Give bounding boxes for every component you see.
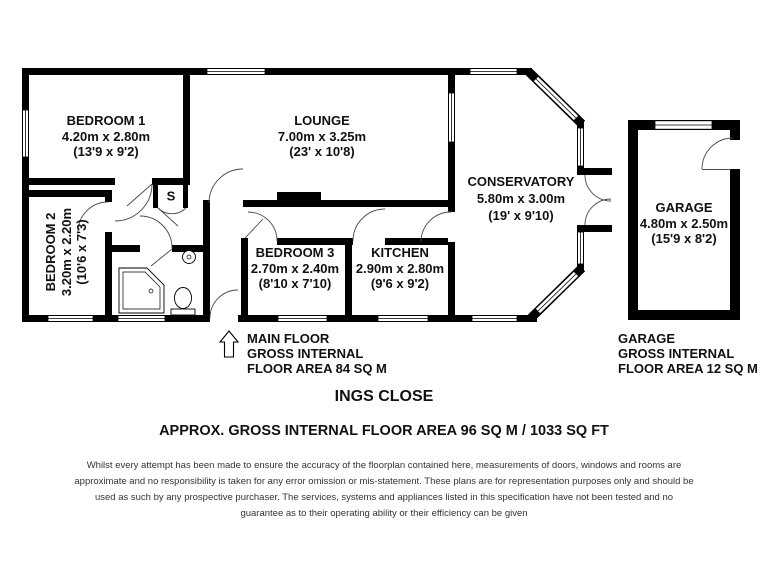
room-dim-imperial: (13'9 x 9'2) <box>73 144 139 159</box>
bath-inner <box>122 271 161 310</box>
window <box>117 315 166 322</box>
window <box>22 109 29 158</box>
door-arc <box>77 201 109 233</box>
door-arc <box>114 183 153 222</box>
door-arc <box>139 215 173 249</box>
note-line: GROSS INTERNAL <box>618 346 735 361</box>
garage-area-note: GARAGE GROSS INTERNAL FLOOR AREA 12 SQ M <box>618 331 758 376</box>
window <box>277 315 328 322</box>
door-arc <box>352 208 386 242</box>
room-label-kitchen: KITCHEN 2.90m x 2.80m (9'6 x 9'2) <box>356 245 444 292</box>
door-arc <box>208 168 244 204</box>
room-dim-imperial: (23' x 10'8) <box>289 144 355 159</box>
conservatory-glazing <box>525 68 586 322</box>
disclaimer-line: used as such by any prospective purchase… <box>94 492 674 503</box>
room-dim-metric: 3.20m x 2.20m <box>58 207 74 297</box>
room-dim-imperial: (8'10 x 7'10) <box>258 276 332 291</box>
window <box>654 120 713 130</box>
door-arc <box>247 211 278 242</box>
entrance-arrow <box>218 330 240 358</box>
door-openings <box>105 178 455 322</box>
room-label-bedroom1: BEDROOM 1 4.20m x 2.80m (13'9 x 9'2) <box>62 113 150 160</box>
window <box>47 315 94 322</box>
room-dim-imperial: (15'9 x 8'2) <box>651 231 717 246</box>
room-dim-imperial: (9'6 x 9'2) <box>370 276 430 291</box>
bath-drain <box>148 288 154 294</box>
door-arc <box>420 211 452 243</box>
room-dim-metric: 2.90m x 2.80m <box>355 260 445 276</box>
disclaimer-text: Whilst every attempt has been made to en… <box>0 458 768 522</box>
room-name: BEDROOM 1 <box>66 113 146 128</box>
room-name: KITCHEN <box>371 245 429 260</box>
window <box>469 68 518 75</box>
door-leaf <box>126 183 153 207</box>
toilet-bowl <box>174 287 192 309</box>
room-dim-imperial: (10'6 x 7'3) <box>73 219 89 285</box>
note-line: GROSS INTERNAL <box>247 346 364 361</box>
basin-drain <box>186 254 192 260</box>
disclaimer-line: approximate and no responsibility is tak… <box>74 476 694 487</box>
street-name: INGS CLOSE <box>334 388 434 405</box>
room-dim-metric: 4.20m x 2.80m <box>61 128 151 144</box>
main-floor-area-note: MAIN FLOOR GROSS INTERNAL FLOOR AREA 84 … <box>247 331 387 376</box>
room-dim-metric: 5.80m x 3.00m <box>476 191 566 206</box>
note-line: GARAGE <box>618 331 676 346</box>
door-arcs <box>77 137 734 319</box>
room-label-conservatory: CONSERVATORY 5.80m x 3.00m (19' x 9'10) <box>468 173 575 224</box>
door-arc <box>584 174 612 202</box>
room-name: BEDROOM 2 <box>42 212 58 292</box>
room-label-bedroom3: BEDROOM 3 2.70m x 2.40m (8'10 x 7'10) <box>251 245 339 292</box>
room-name: BEDROOM 3 <box>255 245 335 260</box>
chimney-breast <box>277 192 321 207</box>
total-area-heading: APPROX. GROSS INTERNAL FLOOR AREA 96 SQ … <box>159 423 609 439</box>
note-line: MAIN FLOOR <box>247 331 330 346</box>
room-dim-imperial: (19' x 9'10) <box>488 208 554 223</box>
room-dim-metric: 2.70m x 2.40m <box>250 260 340 276</box>
window <box>471 315 518 322</box>
interior-walls <box>22 68 455 322</box>
disclaimer-line: Whilst every attempt has been made to en… <box>86 460 682 471</box>
bathroom-fixtures <box>118 250 196 316</box>
door-arc <box>209 289 239 319</box>
note-line: FLOOR AREA 12 SQ M <box>618 361 758 376</box>
door-leaf <box>244 218 264 239</box>
door-leaf <box>150 248 173 267</box>
window <box>448 92 455 143</box>
room-dim-metric: 4.80m x 2.50m <box>639 215 729 231</box>
disclaimer-line: guarantee as to their operating ability … <box>240 508 528 519</box>
window <box>206 68 266 75</box>
window <box>577 127 584 167</box>
window <box>577 231 584 265</box>
door-arc <box>584 198 612 226</box>
window <box>377 315 429 322</box>
windows <box>22 68 584 322</box>
note-line: FLOOR AREA 84 SQ M <box>247 361 387 376</box>
garage-openings <box>654 120 740 169</box>
room-name: CONSERVATORY <box>467 174 575 189</box>
door-arc <box>157 207 187 215</box>
storage-cupboard-label: S <box>166 188 176 204</box>
room-dim-metric: 7.00m x 3.25m <box>277 128 367 144</box>
room-label-lounge: LOUNGE 7.00m x 3.25m (23' x 10'8) <box>278 113 366 160</box>
toilet-cistern <box>170 308 196 316</box>
door-arc <box>701 137 734 170</box>
room-name: LOUNGE <box>294 113 350 128</box>
room-label-bedroom2: BEDROOM 2 3.20m x 2.20m (10'6 x 7'3) <box>43 208 90 296</box>
room-label-garage: GARAGE 4.80m x 2.50m (15'9 x 8'2) <box>640 200 728 247</box>
room-name: GARAGE <box>655 200 713 215</box>
